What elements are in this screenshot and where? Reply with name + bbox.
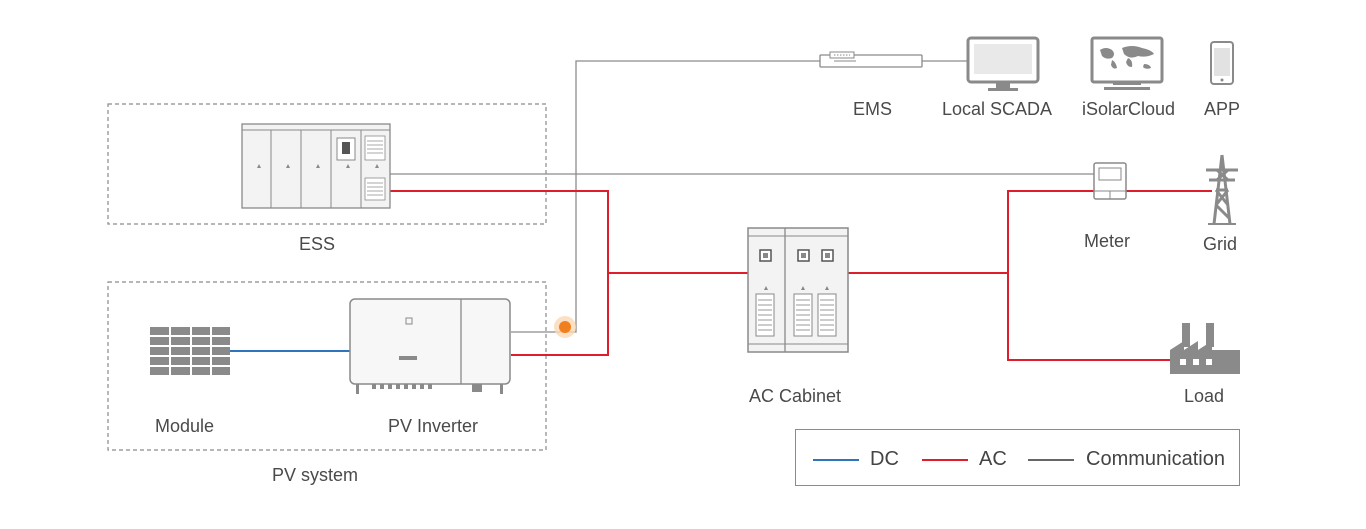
load-label: Load xyxy=(1184,386,1225,406)
meter-icon xyxy=(1093,162,1127,200)
ac-cabinet-label: AC Cabinet xyxy=(749,386,842,406)
local-scada-label: Local SCADA xyxy=(942,99,1053,119)
legend: DC AC Communication xyxy=(795,429,1240,486)
battery-cabinet-icon xyxy=(241,123,391,209)
ess-label: ESS xyxy=(299,234,336,254)
ems-device-icon xyxy=(819,51,923,68)
communication-lines xyxy=(390,60,1094,333)
legend-label-ac: AC xyxy=(979,448,1007,470)
monitor-icon xyxy=(966,36,1040,91)
pv-system-label: PV system xyxy=(272,465,359,485)
world-map-monitor-icon xyxy=(1090,36,1164,90)
pv-system-group-box xyxy=(107,281,547,451)
legend-swatch-communication xyxy=(1028,459,1074,461)
ac-lines xyxy=(390,190,1212,361)
isolarcloud-label: iSolarCloud xyxy=(1082,99,1176,119)
ess-group-box xyxy=(107,103,547,225)
comm-line-inverter-ems xyxy=(511,60,820,333)
factory-icon xyxy=(1170,323,1240,374)
legend-swatch-dc xyxy=(813,459,859,461)
legend-label-communication: Communication xyxy=(1086,448,1225,470)
ems-label: EMS xyxy=(853,99,893,119)
grid-label: Grid xyxy=(1203,234,1238,254)
ac-line-meter-branch xyxy=(1007,190,1170,361)
transmission-tower-icon xyxy=(1206,154,1238,225)
module-label: Module xyxy=(155,416,215,436)
inverter-icon xyxy=(349,298,511,394)
app-label: APP xyxy=(1204,99,1241,119)
meter-label: Meter xyxy=(1084,231,1131,251)
smartphone-icon xyxy=(1210,41,1234,85)
solar-panel-icon xyxy=(150,327,230,375)
legend-swatch-ac xyxy=(922,459,968,461)
legend-label-dc: DC xyxy=(870,448,899,470)
switch-cabinet-icon xyxy=(747,227,849,353)
connection-dot xyxy=(554,316,576,338)
pv-inverter-label: PV Inverter xyxy=(388,416,479,436)
